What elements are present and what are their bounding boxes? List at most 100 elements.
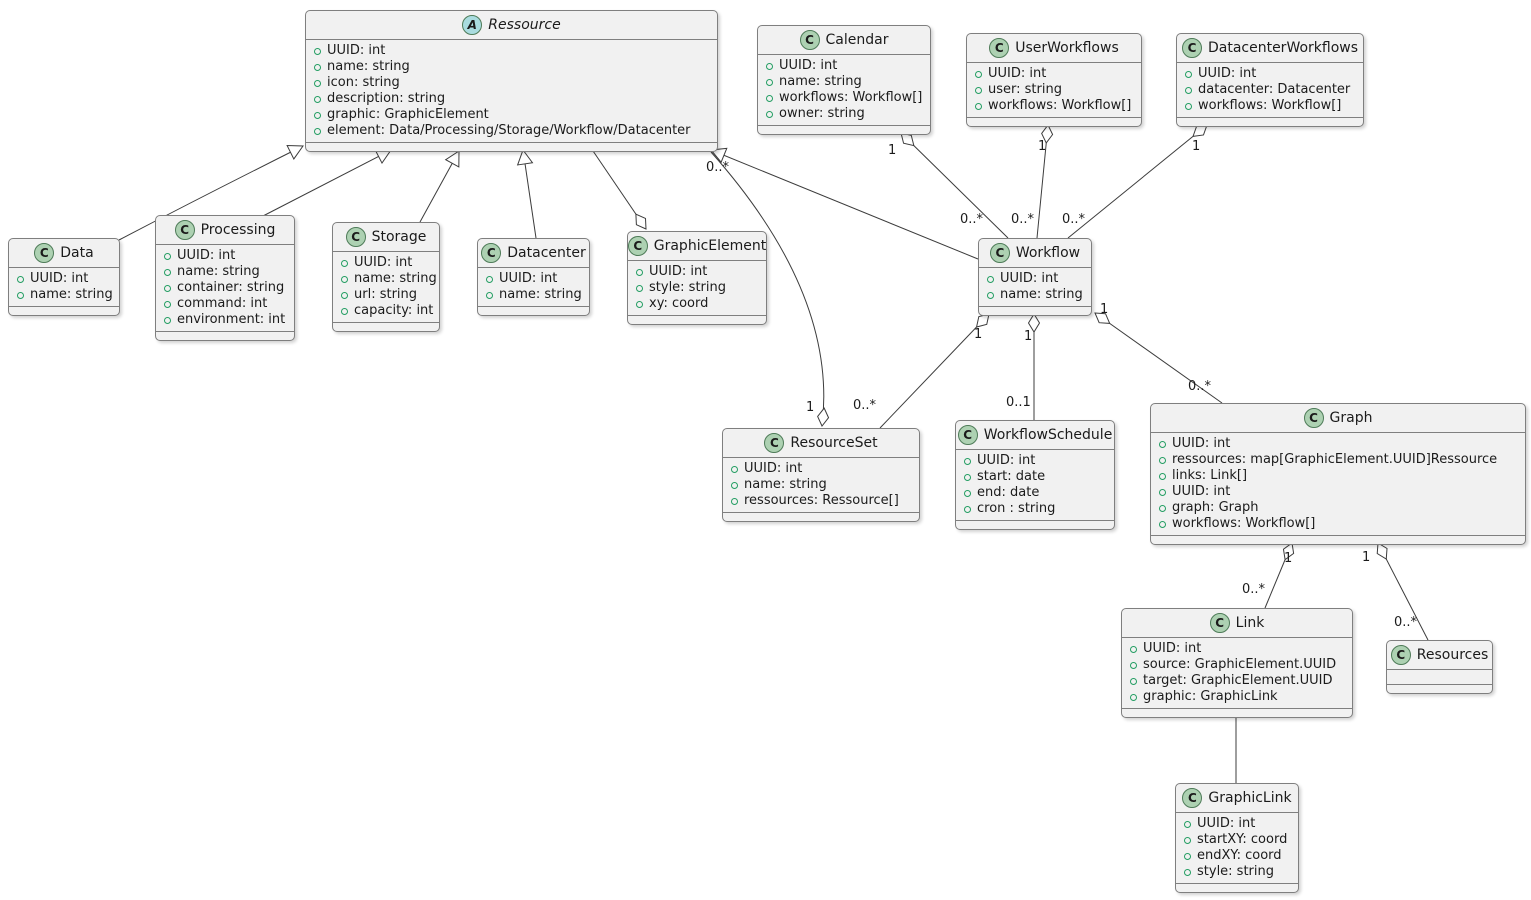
attribute-text: startXY: coord (1197, 832, 1288, 847)
class-attribute: UUID: int (341, 255, 431, 271)
class-attribute: UUID: int (1130, 641, 1344, 657)
class-name: Workflow (1015, 245, 1081, 261)
empty-methods-compartment (956, 520, 1114, 529)
attribute-text: element: Data/Processing/Storage/Workflo… (327, 123, 691, 138)
class-icon: C (1390, 645, 1411, 665)
class-attribute: ressources: map[GraphicElement.UUID]Ress… (1159, 452, 1517, 468)
attribute-text: name: string (30, 287, 113, 302)
attribute-text: UUID: int (779, 58, 838, 73)
multiplicity-label: 1 (806, 400, 815, 415)
field-visibility-icon (164, 300, 171, 308)
field-visibility-icon (975, 102, 982, 110)
edge-data-to-ressource (118, 145, 304, 241)
multiplicity-label: 0..* (853, 398, 877, 413)
field-visibility-icon (314, 127, 321, 135)
attribute-text: style: string (1197, 864, 1275, 879)
attribute-text: owner: string (779, 106, 865, 121)
class-attribute: UUID: int (1159, 484, 1517, 500)
class-attribute: end: date (964, 485, 1106, 501)
field-visibility-icon (486, 275, 493, 283)
field-visibility-icon (314, 111, 321, 119)
class-icon: C (1182, 788, 1203, 808)
class-attribute: cron : string (964, 501, 1106, 517)
attribute-text: container: string (177, 280, 285, 295)
empty-methods-compartment (967, 117, 1141, 126)
multiplicity-label: 0..1 (1006, 395, 1031, 410)
field-visibility-icon (17, 275, 24, 283)
attributes-compartment: UUID: int ressources: map[GraphicElement.… (1151, 432, 1525, 535)
attribute-text: links: Link[] (1172, 468, 1248, 483)
class-attribute: user: string (975, 82, 1133, 98)
class-attribute: endXY: coord (1184, 848, 1290, 864)
field-visibility-icon (164, 284, 171, 292)
class-attribute: UUID: int (987, 271, 1083, 287)
field-visibility-icon (636, 268, 643, 276)
class-attribute: name: string (17, 287, 113, 303)
class-name: Data (60, 245, 94, 261)
class-attribute: UUID: int (1185, 66, 1355, 82)
field-visibility-icon (341, 291, 348, 299)
class-icon: C (989, 38, 1010, 58)
multiplicity-label: 1 (1100, 302, 1109, 317)
multiplicity-label: 1 (888, 143, 897, 158)
empty-methods-compartment (1176, 883, 1298, 892)
field-visibility-icon (1130, 677, 1137, 685)
class-name: ResourceSet (790, 435, 878, 451)
field-visibility-icon (964, 457, 971, 465)
field-visibility-icon (964, 505, 971, 513)
attribute-text: endXY: coord (1197, 848, 1282, 863)
class-attribute: url: string (341, 287, 431, 303)
class-attribute: xy: coord (636, 296, 758, 312)
empty-methods-compartment (1177, 117, 1363, 126)
attribute-text: xy: coord (649, 296, 709, 311)
multiplicity-label: 1 (974, 327, 983, 342)
field-visibility-icon (1159, 504, 1166, 512)
class-attribute: name: string (486, 287, 582, 303)
attribute-text: style: string (649, 280, 727, 295)
class-attribute: name: string (341, 271, 437, 287)
field-visibility-icon (1159, 520, 1166, 528)
inheritance-arrowhead (444, 150, 460, 168)
attribute-text: capacity: int (354, 303, 434, 318)
class-attribute: start: date (964, 469, 1106, 485)
field-visibility-icon (1185, 70, 1192, 78)
class-attribute: UUID: int (731, 461, 911, 477)
field-visibility-icon (164, 268, 171, 276)
attribute-text: UUID: int (327, 43, 386, 58)
class-name: Link (1235, 615, 1265, 631)
field-visibility-icon (964, 489, 971, 497)
field-visibility-icon (766, 110, 773, 118)
class-attribute: UUID: int (1184, 816, 1290, 832)
empty-methods-compartment (723, 512, 919, 521)
attribute-text: workflows: Workflow[] (988, 98, 1132, 113)
class-icon: C (34, 243, 55, 263)
field-visibility-icon (731, 497, 738, 505)
field-visibility-icon (975, 70, 982, 78)
edge-processing-to-ressource (262, 149, 392, 217)
attribute-text: UUID: int (1172, 484, 1231, 499)
class-icon: C (174, 220, 195, 240)
attribute-text: name: string (779, 74, 862, 89)
multiplicity-label: 1 (1192, 139, 1201, 154)
attribute-text: graphic: GraphicLink (1143, 689, 1278, 704)
class-attribute: style: string (636, 280, 758, 296)
field-visibility-icon (486, 291, 493, 299)
inheritance-arrowhead (286, 145, 304, 160)
class-attribute: style: string (1184, 864, 1290, 880)
attribute-text: target: GraphicElement.UUID (1143, 673, 1333, 688)
field-visibility-icon (987, 275, 994, 283)
class-name: Datacenter (507, 245, 586, 261)
attribute-text: name: string (354, 271, 437, 286)
attribute-text: datacenter: Datacenter (1198, 82, 1351, 97)
